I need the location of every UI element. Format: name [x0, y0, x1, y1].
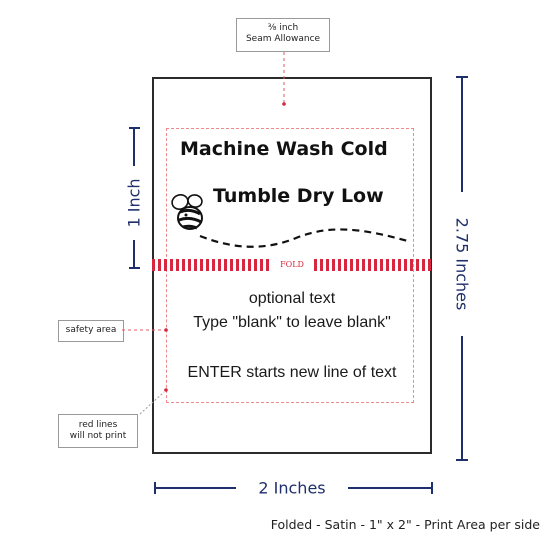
footer-caption: Folded - Satin - 1" x 2" - Print Area pe…	[270, 517, 540, 532]
red-lines-text-2: will not print	[69, 431, 127, 441]
safety-area-callout: safety area	[58, 320, 124, 342]
red-lines-callout: red lines will not print	[58, 414, 138, 448]
dimension-2-75-text: 2.75 Inches	[452, 217, 472, 311]
fold-label: FOLD	[272, 259, 312, 271]
safety-area-text: safety area	[65, 325, 117, 335]
seam-allowance-measure: ⅜ inch	[267, 23, 299, 33]
bee-icon	[171, 194, 203, 230]
red-lines-text-1: red lines	[78, 420, 118, 430]
seam-allowance-callout: ⅜ inch Seam Allowance	[236, 18, 330, 52]
dimension-2-inches-text: 2 Inches	[258, 478, 326, 498]
dimension-2-inches: 2 Inches	[258, 479, 325, 498]
care-line-1: Machine Wash Cold	[180, 138, 388, 160]
optional-text-line-1: optional text	[248, 290, 336, 307]
dimension-1-inch: 1 Inch	[125, 178, 144, 227]
seam-allowance-text: Seam Allowance	[245, 34, 321, 44]
dimension-1-inch-text: 1 Inch	[124, 178, 144, 228]
care-line-2: Tumble Dry Low	[213, 185, 384, 207]
dimension-2-75-inches: 2.75 Inches	[453, 218, 472, 311]
enter-instruction: ENTER starts new line of text	[187, 364, 397, 381]
dashed-wave	[199, 228, 412, 248]
optional-text-line-2: Type "blank" to leave blank"	[193, 314, 391, 331]
